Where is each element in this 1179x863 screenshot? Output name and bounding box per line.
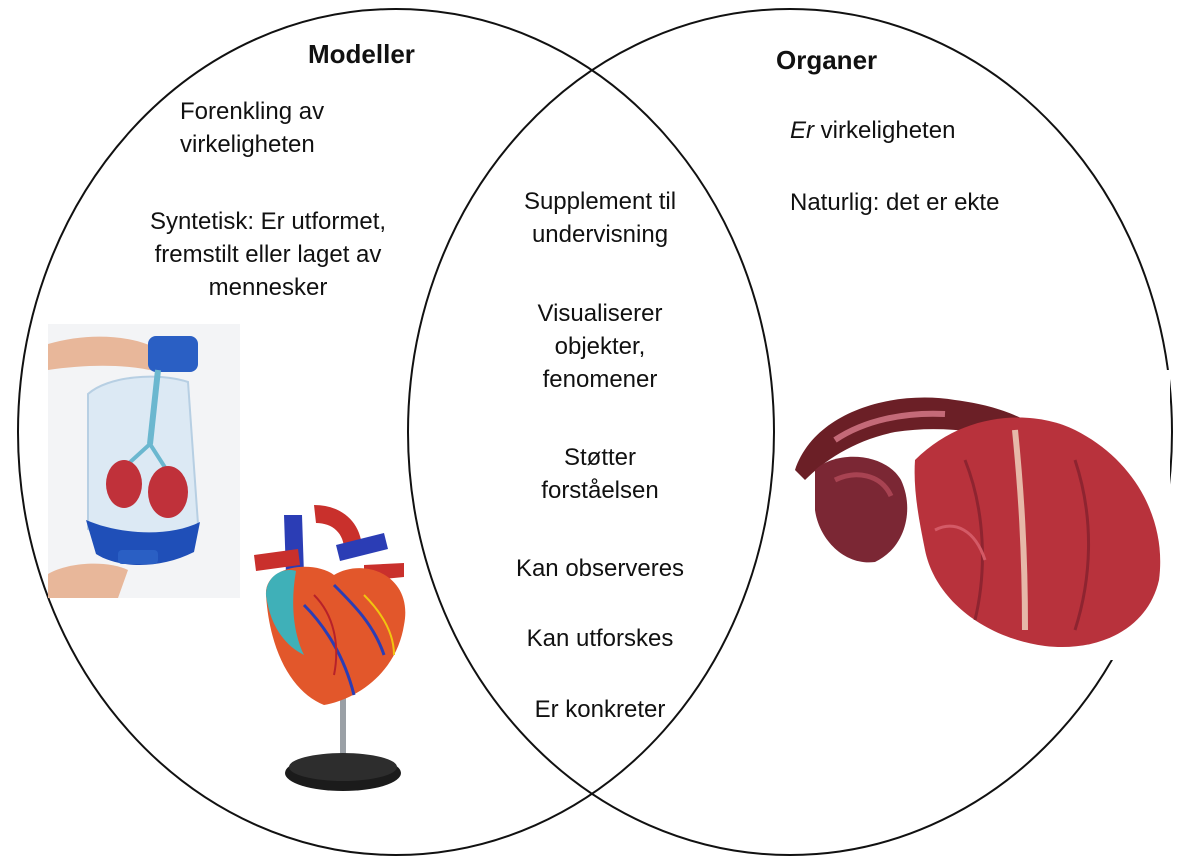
organer-item-2: Naturlig: det er ekte (790, 186, 1010, 219)
modeller-item-1: Forenkling av virkeligheten (180, 95, 380, 161)
overlap-item-1: Supplement til undervisning (495, 185, 705, 251)
organer-item-1-rest: virkeligheten (814, 117, 955, 144)
overlap-item-3: Støtter forståelsen (530, 441, 670, 507)
overlap-item-6: Er konkreter (500, 693, 700, 726)
modeller-item-2: Syntetisk: Er utformet, fremstilt eller … (118, 205, 418, 304)
overlap-item-4: Kan observeres (480, 552, 720, 585)
overlap-item-2: Visualiserer objekter, fenomener (515, 297, 685, 396)
overlap-item-5: Kan utforskes (490, 622, 710, 655)
real-organs-image (775, 370, 1170, 660)
organer-item-1: Er virkeligheten (790, 114, 955, 147)
lung-model-image (48, 324, 240, 598)
organer-item-1-emphasis: Er (790, 117, 814, 144)
modeller-title: Modeller (308, 38, 415, 71)
heart-model-image (244, 505, 428, 805)
organer-title: Organer (776, 44, 877, 77)
